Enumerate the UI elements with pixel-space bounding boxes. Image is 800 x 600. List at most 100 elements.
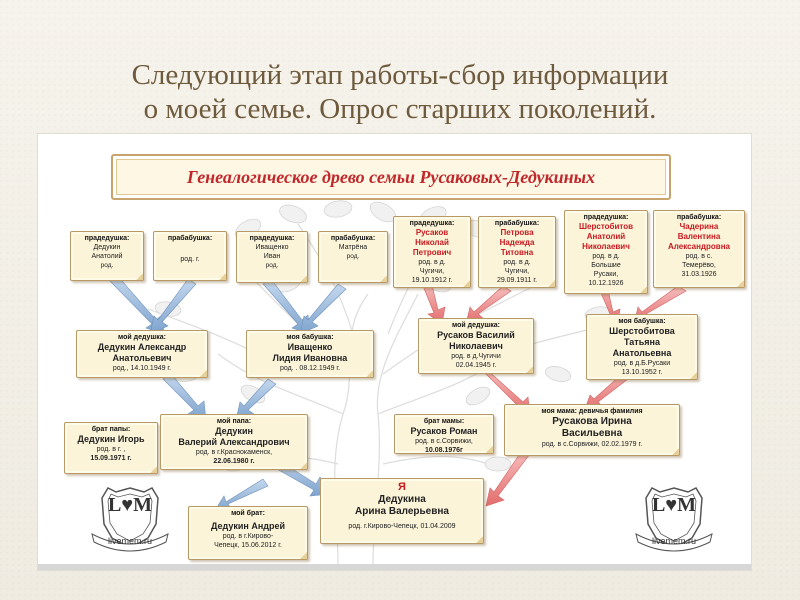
card-info: Чугичи,	[419, 268, 445, 275]
card-name-line: Валерий Александрович	[178, 437, 290, 447]
card-name-line: Николаевич	[449, 341, 503, 351]
card-info: 31.03.1926	[681, 271, 717, 278]
card-name-line: Русаков Роман	[410, 426, 478, 436]
livemem-stamp-right: L♥M livemem.ru	[630, 484, 718, 554]
slide-title-line-2: о моей семье. Опрос старших поколений.	[143, 93, 657, 125]
image-viewer-bottom-bar	[38, 564, 751, 570]
card-info: род. в с.	[685, 253, 713, 260]
great-grandfather-card-1: прадедушка: Дедукин Анатолий род.	[70, 231, 144, 281]
card-name-line: Анатолий	[586, 232, 626, 241]
card-info: род. в д.	[592, 253, 620, 260]
card-name-line: Иван	[263, 253, 281, 260]
card-name-line: Петрович	[412, 248, 452, 257]
card-role: прадедушка:	[84, 235, 130, 242]
grandfather-paternal-card: мой дедушка: Дедукин Александр Анатольев…	[76, 330, 208, 378]
card-info: род.	[346, 253, 360, 260]
me-label: Я	[398, 481, 406, 493]
card-role: моя бабушка:	[286, 334, 334, 341]
stamp-site: livemem.ru	[651, 536, 696, 546]
card-info: род. в г.Кирово-	[222, 533, 274, 540]
great-grandfather-card-3: прадедушка: Русаков Николай Петрович род…	[393, 216, 471, 288]
card-name-line: Петрова	[500, 228, 534, 237]
card-info: род. в д.Чугичи	[451, 353, 501, 360]
card-info: род. в д.	[503, 259, 531, 266]
card-role: брат папы:	[91, 426, 131, 433]
stamp-monogram: L♥M	[651, 494, 697, 516]
card-role: прадедушка:	[583, 214, 629, 221]
card-info: 10.12.1926	[588, 280, 624, 287]
stamp-monogram: L♥M	[107, 494, 153, 516]
card-info: 10.08.1976г	[425, 447, 463, 454]
card-info: род.	[100, 262, 114, 269]
grandmother-maternal-card: моя бабушка: Шерстобитова Татьяна Анатол…	[586, 314, 698, 380]
brother-card: мой брат: Дедукин Андрей род. в г.Кирово…	[188, 506, 308, 560]
card-info: Русаки,	[593, 271, 619, 278]
card-name-line: Русакова Ирина	[552, 416, 632, 427]
tree-title-banner: Генеалогическое древо семьи Русаковых-Де…	[111, 154, 671, 200]
stamp-site: livemem.ru	[107, 536, 152, 546]
paternal-arrows	[107, 273, 347, 513]
card-name-line: Васильевна	[561, 428, 623, 439]
slide-title-line-1: Следующий этап работы-сбор информации	[131, 59, 669, 91]
card-name-line: Иващенко	[287, 342, 333, 352]
grandmother-paternal-card: моя бабушка: Иващенко Лидия Ивановна род…	[246, 330, 374, 378]
card-role: моя мама: девичья фамилия	[541, 408, 643, 415]
card-role: мой брат:	[231, 510, 265, 517]
card-name-line: Матрёна	[338, 244, 368, 251]
card-role: прабабушка:	[676, 214, 722, 221]
card-info: род.	[265, 262, 279, 269]
stamp-badge-icon	[635, 487, 713, 552]
card-info: род., 14.10.1949 г.	[112, 365, 172, 372]
card-role: моя бабушка:	[618, 318, 666, 325]
card-name-line: Русаков	[415, 228, 449, 237]
card-info: Чепецк, 15.06.2012 г.	[214, 542, 282, 549]
card-role: прабабушка:	[167, 235, 213, 242]
card-name-line: Шерстобитов	[579, 222, 633, 231]
card-role: мой папа:	[216, 418, 252, 425]
card-name-line: Анатольевич	[112, 353, 172, 363]
card-info: род. в д.	[418, 259, 446, 266]
card-name-line: Дедукин Андрей	[210, 521, 285, 531]
card-info: род. в г. ,	[96, 446, 126, 453]
card-name-line: Чадерина	[679, 222, 719, 231]
mother-brother-card: брат мамы: Русаков Роман род. в с.Сорвиж…	[394, 414, 494, 454]
card-name-line: Дедукин Александр	[97, 342, 187, 352]
mother-card: моя мама: девичья фамилия Русакова Ирина…	[504, 404, 680, 456]
card-info: 29.09.1911 г.	[496, 277, 538, 284]
great-grandmother-card-1: прабабушка: род. г.	[153, 231, 227, 281]
father-card: мой папа: Дедукин Валерий Александрович …	[160, 414, 308, 470]
card-info: 15.09.1971 г.	[90, 455, 132, 462]
card-role: прабабушка:	[330, 235, 376, 242]
card-name-line: Надежда	[499, 238, 535, 247]
card-name-line: Николаевич	[582, 242, 630, 251]
tree-title: Генеалогическое древо семьи Русаковых-Де…	[186, 167, 596, 187]
card-info: Чугичи,	[504, 268, 530, 275]
card-info: 22.06.1980 г.	[213, 458, 255, 465]
card-name-line: Александровна	[668, 242, 730, 251]
great-grandfather-card-4: прадедушка: Шерстобитов Анатолий Николае…	[564, 210, 648, 294]
great-grandmother-card-4: прабабушка: Чадерина Валентина Александр…	[653, 210, 745, 288]
card-name-line: Николай	[415, 238, 449, 247]
card-role: прадедушка:	[249, 235, 295, 242]
card-info: Большие	[591, 262, 621, 269]
me-card: Я Дедукина Арина Валерьевна род. г.Киров…	[320, 478, 484, 544]
great-grandmother-card-3: прабабушка: Петрова Надежда Титовна род.…	[478, 216, 556, 288]
card-info: 02.04.1945 г.	[455, 362, 497, 369]
card-info: Темерёво,	[682, 262, 716, 269]
card-role: мой дедушка:	[452, 322, 500, 329]
slide-title: Следующий этап работы-сбор информации о …	[40, 58, 760, 126]
card-name-line: Лидия Ивановна	[272, 353, 348, 363]
card-name-line: Анатолий	[91, 253, 123, 260]
great-grandfather-card-2: прадедушка: Иващенко Иван род.	[236, 231, 308, 283]
card-name-line: Шерстобитова	[609, 326, 675, 336]
card-name-line: Дедукина	[378, 494, 426, 505]
card-role: брат мамы:	[423, 418, 465, 425]
family-tree-image: Генеалогическое древо семьи Русаковых-Де…	[37, 133, 752, 571]
father-brother-card: брат папы: Дедукин Игорь род. в г. , 15.…	[64, 422, 158, 474]
card-name-line: Дедукин	[93, 244, 121, 251]
card-name-line: Татьяна	[624, 337, 660, 347]
card-info: род. в с.Сорвижи,	[415, 438, 473, 445]
card-role: мой дедушка:	[118, 334, 166, 341]
card-info: 19.10.1912 г.	[411, 277, 453, 284]
card-info: 13.10.1952 г.	[621, 369, 663, 376]
